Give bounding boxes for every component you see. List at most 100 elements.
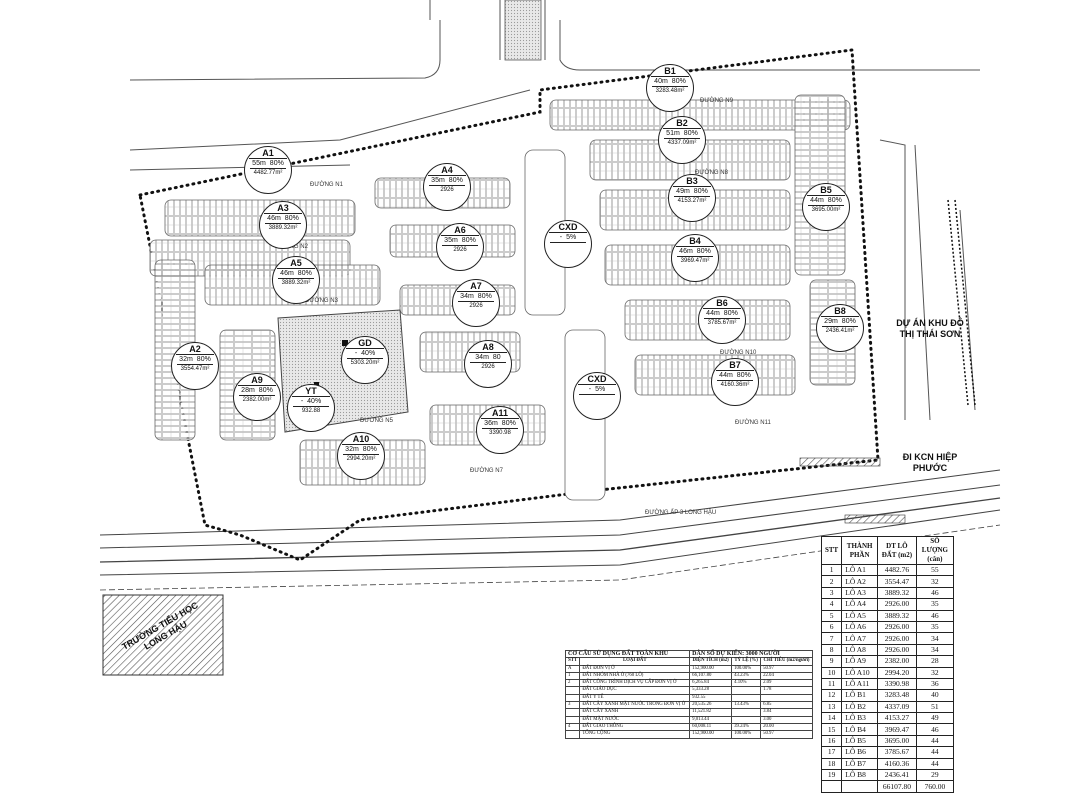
plot-area: 3283.48m²: [652, 86, 688, 96]
plot-ratio: 80%: [461, 237, 476, 244]
plot-id: CXD: [558, 222, 578, 232]
plot-density: 46m: [267, 215, 281, 222]
table-cell: 3390.98: [877, 677, 917, 691]
table-cell: ĐẤT MẶT NƯỚC: [579, 715, 691, 724]
street-n3-label: ĐƯỜNG N3: [305, 298, 338, 304]
table-cell: 10: [820, 666, 843, 679]
table-cell: 1: [564, 671, 581, 681]
table-cell: 29: [915, 769, 955, 782]
table-cell: LÔ A7: [841, 632, 878, 645]
table-cell: [820, 780, 843, 793]
table-cell: 3: [564, 701, 581, 710]
lot-header-cell: SỐ LƯỢNG (căn): [915, 536, 955, 565]
table-cell: 8: [820, 643, 843, 657]
table-cell: LÔ A11: [841, 677, 878, 691]
table-cell: 2382.00: [877, 655, 917, 668]
table-cell: 3785.67: [877, 746, 917, 759]
plot-label-cxd: CXD-5%: [544, 220, 592, 268]
plot-area: 3969.47m²: [677, 256, 713, 266]
plot-area: 3554.47m²: [177, 364, 213, 374]
table-cell: ĐẤT Y TẾ: [579, 693, 691, 703]
table-cell: [564, 730, 581, 739]
plot-ratio: 80%: [693, 188, 708, 195]
neighbor-project-label: DỰ ÁN KHU ĐÔ THỊ THÁI SƠN: [896, 318, 964, 339]
street-n1-label: ĐƯỜNG N1: [310, 182, 343, 188]
plot-density: 46m: [679, 248, 693, 255]
table-cell: 3969.47: [877, 723, 917, 736]
table-cell: LÔ A2: [841, 575, 878, 588]
plot-ratio: 80%: [284, 215, 299, 222]
plot-ratio: 80%: [827, 197, 842, 204]
table-cell: 50.97: [760, 730, 813, 739]
table-cell: 2.09: [760, 679, 813, 688]
plot-ratio: 40%: [361, 350, 376, 357]
table-cell: LÔ A9: [841, 655, 878, 668]
plot-area: 932.88: [293, 406, 329, 416]
table-cell: 4.10%: [731, 679, 762, 688]
table-cell: 32: [915, 666, 955, 679]
table-cell: [731, 715, 762, 724]
table-cell: 7: [820, 632, 843, 645]
table-cell: [731, 708, 762, 717]
kcn-direction-label: ĐI KCN HIỆP PHƯỚC: [902, 452, 958, 473]
plot-label-gd: GD-40%5303.20m²: [341, 336, 389, 384]
lot-header-cell: DT LÔ ĐẤT (m2): [877, 536, 917, 565]
table-cell: 46: [915, 609, 955, 622]
plot-ratio: 80%: [841, 318, 856, 325]
table-cell: LÔ B5: [841, 734, 878, 748]
plot-id: YT: [305, 386, 317, 396]
median-plaza: [504, 0, 542, 61]
plot-area: 3889.32m²: [278, 278, 314, 288]
plot-id: A10: [352, 434, 370, 444]
table-cell: 39.24%: [731, 722, 762, 732]
street-n7-label: ĐƯỜNG N7: [470, 468, 503, 474]
plot-area: 3695.00m²: [808, 205, 844, 215]
plot-ratio: 80%: [448, 177, 463, 184]
table-cell: 2: [564, 679, 581, 688]
table-cell: [564, 715, 581, 724]
plot-density: -: [300, 398, 304, 405]
land-use-header-cell: CHỈ TIÊU (m2/người): [760, 657, 813, 666]
plot-area: 5303.20m²: [347, 358, 383, 368]
table-cell: 50.97: [760, 664, 813, 673]
plot-ratio: 80%: [683, 130, 698, 137]
plot-area: 2382.00m²: [239, 395, 275, 405]
plot-area: [550, 242, 586, 243]
plot-area: 4160.36m²: [717, 380, 753, 390]
plot-id: GD: [358, 338, 372, 348]
table-cell: LÔ B1: [841, 689, 878, 702]
table-cell: LÔ B7: [841, 757, 878, 771]
plot-ratio: 80%: [196, 356, 211, 363]
table-cell: [841, 780, 878, 793]
plot-area: [579, 394, 615, 395]
plot-id: A4: [441, 165, 453, 175]
plot-density: 44m: [719, 372, 733, 379]
land-use-header-cell: TỶ LỆ (%): [731, 657, 762, 666]
primary-school-external: [102, 594, 224, 676]
table-cell: 2: [820, 575, 843, 588]
plot-ratio: 80%: [736, 372, 751, 379]
table-cell: 3: [820, 586, 843, 600]
table-cell: ĐẤT CÂY XANH MẶT NƯỚC TRONG ĐƠN VỊ Ở: [579, 701, 691, 710]
plot-ratio: 80%: [671, 78, 686, 85]
table-cell: 6.85: [760, 701, 813, 710]
table-cell: 13: [820, 700, 843, 714]
plot-id: B2: [676, 118, 688, 128]
table-cell: ĐẤT GIÁO DỤC: [579, 686, 691, 695]
